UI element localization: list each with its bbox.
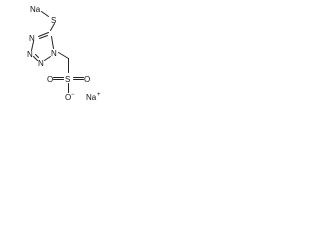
atom-n3: N bbox=[27, 50, 33, 59]
charge-minus: − bbox=[71, 92, 75, 98]
bond-s-c5 bbox=[50, 23, 55, 31]
atom-n2: N bbox=[38, 59, 44, 68]
atom-n1: N bbox=[51, 49, 57, 58]
molecular-structure-diagram: Na S N N N N S O O O − Na + bbox=[27, 5, 101, 102]
atom-na-top: Na bbox=[30, 5, 41, 14]
atom-s-sulfonyl: S bbox=[65, 75, 70, 84]
bond-n3-n2 bbox=[33, 56, 38, 61]
atom-o-right: O bbox=[84, 75, 90, 84]
bonds bbox=[31, 11, 84, 93]
atom-o-bottom: O bbox=[65, 93, 71, 102]
bond-c5-n4-double bbox=[39, 35, 48, 39]
bond-c5-n4 bbox=[38, 32, 49, 37]
bond-n2-n1 bbox=[44, 56, 51, 61]
bond-n3-n2-double bbox=[35, 54, 39, 58]
atom-n4: N bbox=[29, 34, 35, 43]
atom-s-thio: S bbox=[51, 16, 56, 25]
charge-plus: + bbox=[97, 92, 101, 98]
atom-o-left: O bbox=[47, 75, 53, 84]
atom-labels: Na S N N N N S O O O − Na + bbox=[27, 5, 101, 102]
bond-n1-ch2 bbox=[58, 52, 69, 59]
bond-n4-n3 bbox=[31, 41, 34, 51]
atom-na-right: Na bbox=[86, 93, 97, 102]
bond-n1-c5 bbox=[51, 36, 54, 49]
bond-na-s bbox=[41, 11, 49, 17]
